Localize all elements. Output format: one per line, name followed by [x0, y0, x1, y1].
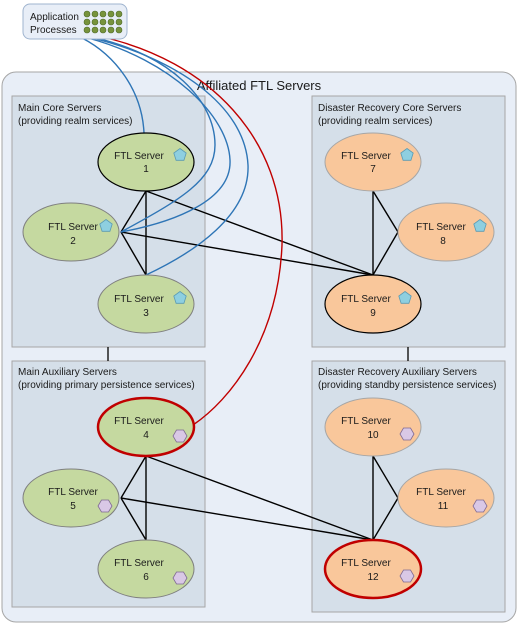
- server-number: 12: [367, 572, 379, 583]
- server-label: FTL Server: [341, 558, 391, 569]
- server-node-8: FTL Server 8: [397, 202, 495, 262]
- server-label: FTL Server: [48, 487, 98, 498]
- server-node-1: FTL Server 1: [97, 132, 195, 192]
- server-label: FTL Server: [416, 222, 466, 233]
- server-node-12: FTL Server 12: [323, 538, 423, 600]
- server-node-2: FTL Server 2: [22, 202, 120, 262]
- server-number: 1: [143, 164, 149, 175]
- server-label: FTL Server: [341, 294, 391, 305]
- server-number: 6: [143, 572, 149, 583]
- server-number: 5: [70, 501, 76, 512]
- group-dr-core-title: Disaster Recovery Core Servers: [318, 103, 461, 114]
- server-label: FTL Server: [341, 151, 391, 162]
- group-main-aux-title: Main Auxiliary Servers: [18, 367, 117, 378]
- server-number: 9: [370, 308, 376, 319]
- group-main-core-subtitle: (providing realm services): [18, 116, 132, 127]
- server-node-3: FTL Server 3: [97, 274, 195, 334]
- server-links: [120, 190, 399, 541]
- server-number: 7: [370, 164, 376, 175]
- hexagon-icon: [472, 499, 488, 513]
- hexagon-icon: [172, 429, 188, 443]
- server-node-7: FTL Server 7: [324, 132, 422, 192]
- app-red-link: [97, 35, 283, 426]
- hexagon-icon: [399, 427, 415, 441]
- server-label: FTL Server: [48, 222, 98, 233]
- server-node-10: FTL Server 10: [324, 397, 422, 457]
- server-node-6: FTL Server 6: [97, 539, 195, 599]
- application-label-line2: Processes: [30, 25, 77, 36]
- server-label: FTL Server: [114, 294, 164, 305]
- server-label: FTL Server: [114, 416, 164, 427]
- group-dr-aux-subtitle: (providing standby persistence services): [318, 380, 496, 391]
- group-main-core-title: Main Core Servers: [18, 103, 101, 114]
- server-number: 11: [438, 501, 449, 512]
- server-label: FTL Server: [114, 558, 164, 569]
- server-node-9: FTL Server 9: [324, 274, 422, 334]
- server-number: 8: [440, 236, 446, 247]
- server-node-11: FTL Server 11: [397, 468, 495, 528]
- group-dr-core-subtitle: (providing realm services): [318, 116, 432, 127]
- server-label: FTL Server: [416, 487, 466, 498]
- server-label: FTL Server: [341, 416, 391, 427]
- server-number: 2: [70, 236, 76, 247]
- server-label: FTL Server: [114, 151, 164, 162]
- server-number: 4: [143, 430, 149, 441]
- application-label-line1: Application: [30, 12, 79, 23]
- server-node-5: FTL Server 5: [22, 468, 120, 528]
- pentagon-icon: [99, 219, 113, 232]
- group-main-aux-subtitle: (providing primary persistence services): [18, 380, 195, 391]
- pentagon-icon: [173, 291, 187, 304]
- pentagon-icon: [398, 291, 412, 304]
- app-blue-links: [81, 37, 249, 276]
- group-dr-aux-title: Disaster Recovery Auxiliary Servers: [318, 367, 477, 378]
- process-dots: [83, 10, 123, 34]
- server-number: 3: [143, 308, 149, 319]
- server-node-4: FTL Server 4: [96, 396, 196, 458]
- pentagon-icon: [473, 219, 487, 232]
- application-processes: Application Processes: [22, 3, 128, 40]
- server-number: 10: [367, 430, 379, 441]
- pentagon-icon: [173, 148, 187, 161]
- pentagon-icon: [400, 148, 414, 161]
- affiliated-servers-title: Affiliated FTL Servers: [197, 78, 322, 93]
- hexagon-icon: [399, 569, 415, 583]
- hexagon-icon: [97, 499, 113, 513]
- hexagon-icon: [172, 571, 188, 585]
